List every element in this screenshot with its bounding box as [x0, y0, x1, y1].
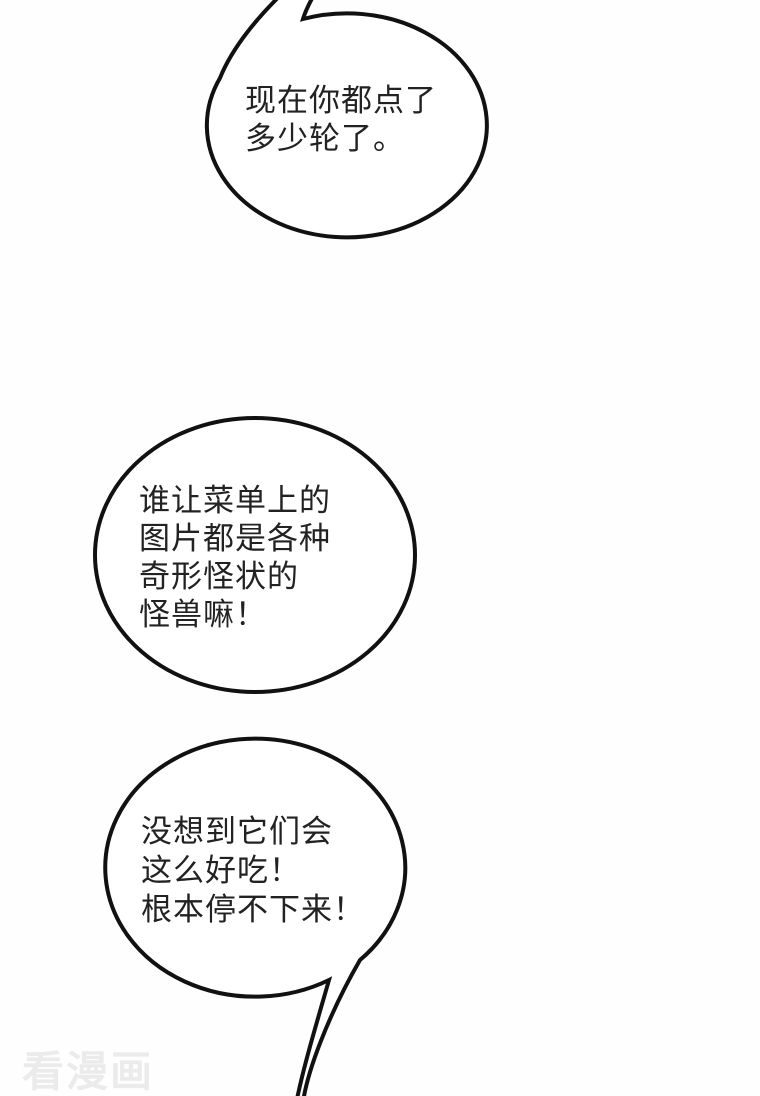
speech-line: 这么好吃！ — [141, 853, 301, 888]
speech-line: 图片都是各种 — [139, 521, 331, 556]
speech-text-top: 现在你都点了 多少轮了。 — [245, 82, 437, 158]
speech-bubble-top-shape — [204, 0, 489, 240]
speech-bubble-middle-shape — [93, 416, 417, 694]
speech-bubble-bottom-shape — [103, 736, 408, 1096]
speech-line: 没想到它们会 — [141, 814, 333, 849]
speech-line: 怪兽嘛！ — [139, 597, 267, 632]
speech-line: 根本停不下来！ — [141, 892, 365, 927]
speech-line: 现在你都点了 — [245, 83, 437, 118]
watermark: 看漫画 — [22, 1048, 155, 1095]
speech-line: 谁让菜单上的 — [139, 483, 331, 518]
speech-text-bottom: 没想到它们会 这么好吃！ 根本停不下来！ — [141, 812, 365, 929]
speech-line: 多少轮了。 — [245, 121, 405, 156]
speech-text-middle: 谁让菜单上的 图片都是各种 奇形怪状的 怪兽嘛！ — [139, 482, 331, 634]
speech-line: 奇形怪状的 — [139, 559, 299, 594]
